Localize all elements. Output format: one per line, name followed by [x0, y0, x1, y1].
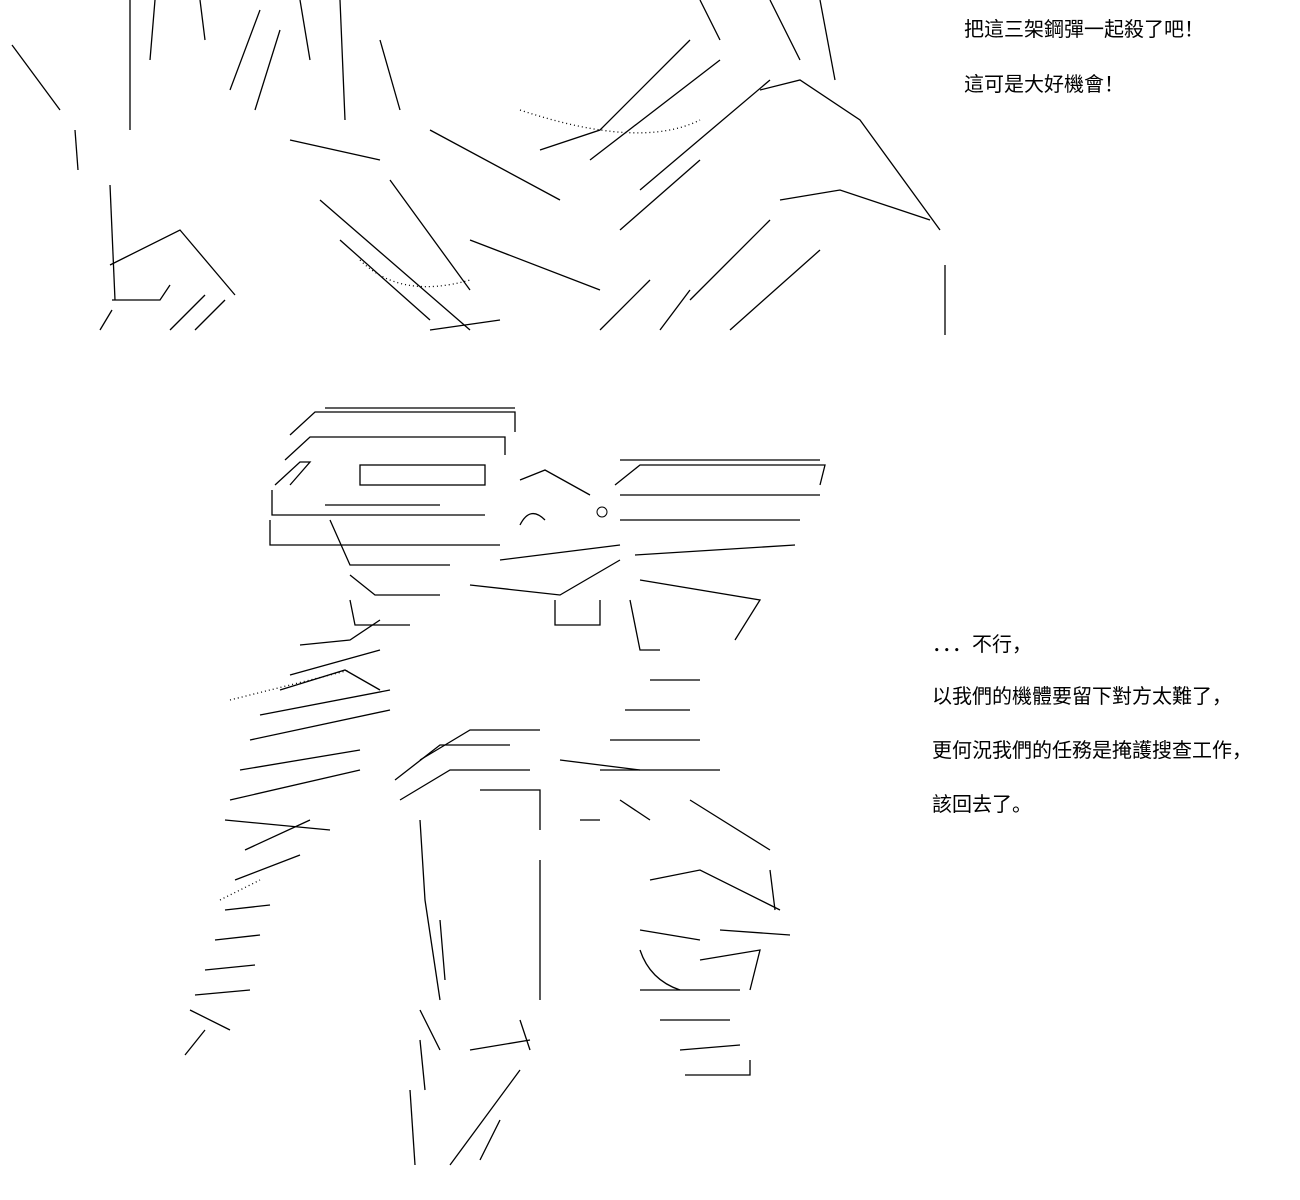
dialogue-line: 更何況我們的任務是掩護搜查工作， — [932, 738, 1252, 762]
ascii-art-mecha — [184, 407, 826, 1166]
dialogue-line: 該回去了。 — [932, 792, 1032, 816]
dialogue-line: 把這三架鋼彈一起殺了吧！ — [964, 17, 1204, 41]
ascii-art-top-figure — [11, 0, 946, 335]
dialogue-line: 以我們的機體要留下對方太難了， — [932, 684, 1232, 708]
dialogue-line: 這可是大好機會！ — [964, 72, 1124, 96]
dialogue-line: ．．．不行， — [932, 632, 1032, 656]
